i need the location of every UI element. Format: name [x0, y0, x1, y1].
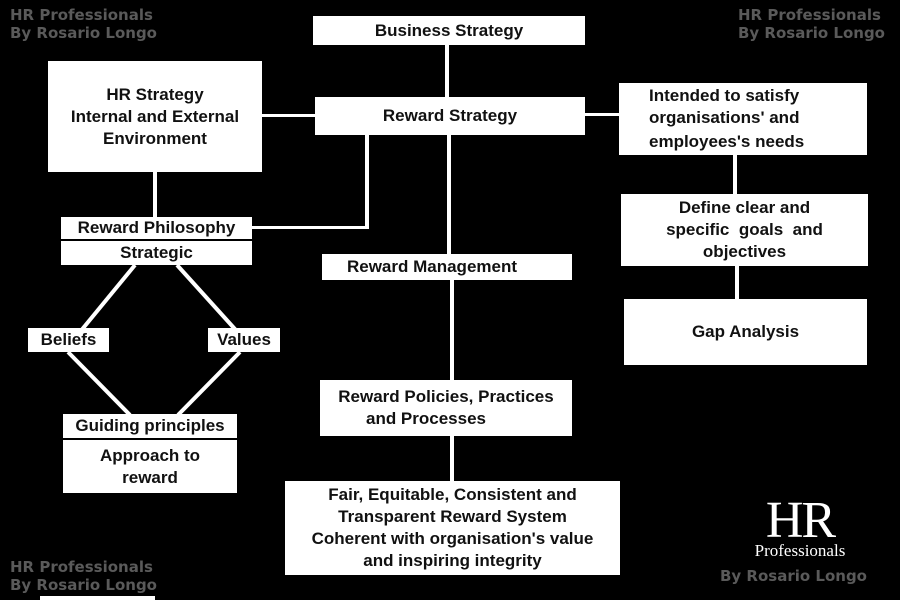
hr-professionals-logo: HR Professionals — [745, 492, 855, 560]
node-text: specific goals and — [666, 220, 823, 239]
connector-intended-to-define — [733, 155, 737, 195]
node-text: Environment — [103, 128, 207, 148]
node-hr-strategy: HR Strategy Internal and External Enviro… — [48, 61, 262, 172]
node-text: Internal and External — [70, 106, 240, 126]
node-reward-policies: Reward Policies, Practices and Processes — [320, 380, 572, 436]
node-text: Define clear and — [678, 198, 811, 217]
node-text: Reward Management — [346, 257, 518, 276]
connector-policies-to-fair — [450, 436, 454, 481]
connector-reward-to-philosophy-horizontal — [252, 226, 369, 229]
connector-hr-to-reward — [262, 114, 316, 117]
watermark-line: By Rosario Longo — [738, 24, 885, 42]
node-text: Reward Philosophy — [77, 218, 236, 237]
connector-reward-to-intended — [585, 113, 620, 116]
connector-reward-to-philosophy-vertical — [365, 135, 369, 229]
node-reward-strategy: Reward Strategy — [315, 97, 585, 135]
node-text: HR Strategy — [106, 84, 204, 104]
connector-business-to-reward — [445, 45, 449, 98]
node-reward-philosophy: Reward Philosophy — [61, 217, 252, 239]
node-reward-management: Reward Management — [322, 254, 572, 280]
watermark-bottom-left: HR Professionals By Rosario Longo — [10, 558, 157, 594]
node-text: Reward Policies, Practices — [338, 387, 554, 406]
node-text: Intended to satisfy — [649, 86, 800, 105]
node-text: and inspiring integrity — [363, 551, 542, 570]
node-values: Values — [208, 328, 280, 352]
node-intended-to-satisfy: Intended to satisfy organisations' and e… — [619, 83, 867, 155]
node-text: Strategic — [120, 243, 193, 262]
node-text: Approach to — [99, 445, 201, 465]
watermark-line: By Rosario Longo — [10, 576, 157, 594]
connector-reward-to-management — [447, 135, 451, 255]
node-fair-reward-system: Fair, Equitable, Consistent and Transpar… — [285, 481, 620, 575]
connector-define-to-gap — [735, 266, 739, 299]
edge-artifact — [40, 596, 155, 600]
node-text: Reward Strategy — [382, 106, 518, 125]
node-text: reward — [122, 467, 178, 487]
watermark-line: HR Professionals — [10, 558, 153, 576]
node-text: Beliefs — [40, 330, 97, 349]
node-approach-to-reward: Approach to reward — [63, 440, 237, 493]
node-text: organisations' and — [649, 108, 800, 127]
watermark-line: By Rosario Longo — [10, 24, 157, 42]
node-strategic: Strategic — [61, 241, 252, 265]
node-define-goals: Define clear and specific goals and obje… — [621, 194, 868, 266]
node-gap-analysis: Gap Analysis — [624, 299, 867, 365]
node-text: Business Strategy — [374, 20, 524, 40]
node-guiding-principles: Guiding principles — [63, 414, 237, 438]
node-text: Gap Analysis — [691, 322, 800, 341]
node-text: Values — [217, 330, 271, 349]
node-text: and Processes — [365, 409, 486, 428]
node-text: Fair, Equitable, Consistent and — [328, 485, 577, 504]
node-text: Transparent Reward System — [338, 507, 567, 526]
node-beliefs: Beliefs — [28, 328, 109, 352]
connector-hr-to-philosophy — [153, 172, 157, 218]
node-text: employees's needs — [649, 132, 805, 151]
node-text: objectives — [702, 242, 787, 261]
logo-mark: HR — [765, 492, 836, 549]
watermark-line: By Rosario Longo — [720, 567, 867, 585]
node-business-strategy: Business Strategy — [313, 16, 585, 45]
logo-subtitle: Professionals — [754, 541, 846, 560]
watermark-top-left: HR Professionals By Rosario Longo — [10, 6, 157, 42]
watermark-top-right: HR Professionals By Rosario Longo — [738, 6, 885, 42]
watermark-bottom-right: By Rosario Longo — [720, 567, 867, 585]
watermark-line: HR Professionals — [738, 6, 881, 24]
node-text: Coherent with organisation's value — [311, 529, 594, 548]
watermark-line: HR Professionals — [10, 6, 153, 24]
node-text: Guiding principles — [75, 416, 225, 435]
connector-management-to-policies — [450, 280, 454, 380]
